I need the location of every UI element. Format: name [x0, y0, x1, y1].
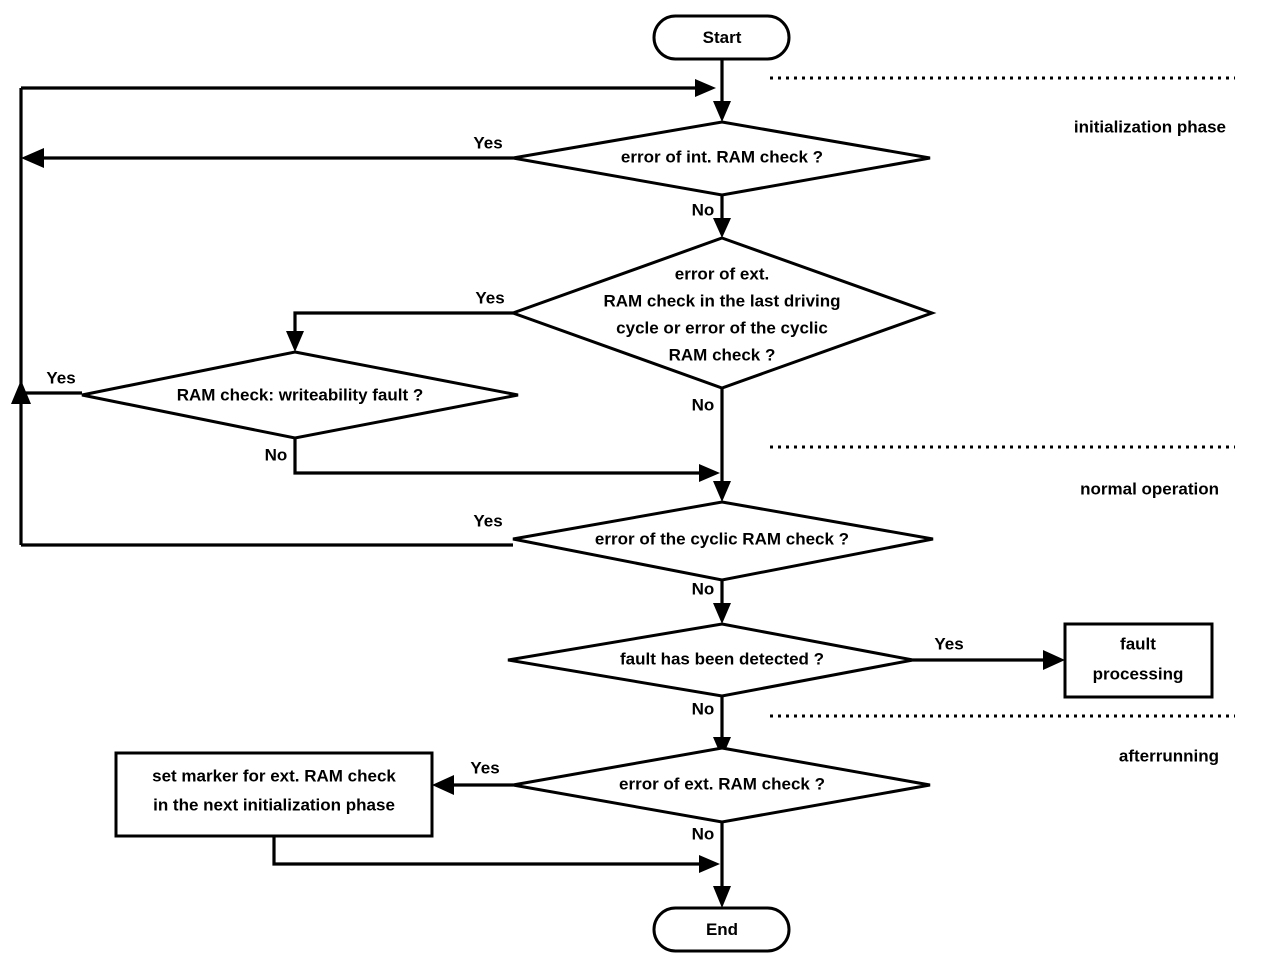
set-marker-line2: in the next initialization phase — [153, 795, 395, 814]
node-error-ext-ram-check[interactable]: error of ext. RAM check ? — [512, 746, 931, 824]
branch-label-cyclic-ram-yes: Yes — [473, 511, 502, 530]
phase-label-afterrunning: afterrunning — [1119, 746, 1219, 765]
error-int-ram-check-label: error of int. RAM check ? — [621, 147, 823, 166]
branch-label-writeability-yes: Yes — [46, 368, 75, 387]
end-shape — [652, 906, 791, 953]
error-ext-ram-shape — [512, 746, 931, 824]
branch-label-ext-ram-last-no: No — [692, 395, 715, 414]
node-start[interactable]: Start — [652, 14, 791, 61]
error-int-ram-check-shape — [512, 120, 931, 197]
branch-label-fault-detected-no: No — [692, 699, 715, 718]
branch-label-cyclic-ram-no: No — [692, 579, 715, 598]
branch-label-ext-ram-no: No — [692, 824, 715, 843]
branch-label-fault-detected-yes: Yes — [934, 634, 963, 653]
node-fault-has-been-detected[interactable]: fault has been detected ? — [507, 622, 914, 698]
node-error-ext-ram-last-driving-cycle[interactable]: error of ext. RAM check in the last driv… — [508, 236, 937, 390]
node-set-marker[interactable]: set marker for ext. RAM check in the nex… — [114, 751, 434, 838]
ram-check-writeability-shape — [81, 350, 519, 440]
arrowhead-int-ram-no — [713, 218, 731, 238]
node-fault-processing[interactable]: fault processing — [1063, 622, 1214, 699]
connector-set-marker-to-spine — [272, 836, 706, 866]
arrowhead-outer-loop-into-start-stem — [695, 79, 716, 97]
fault-processing-shape — [1063, 622, 1214, 699]
error-cyclic-ram-shape — [512, 500, 934, 582]
fault-detected-shape — [507, 622, 914, 698]
phase-label-normal-operation: normal operation — [1080, 479, 1219, 498]
node-error-int-ram-check[interactable]: error of int. RAM check ? — [512, 120, 931, 197]
end-label: End — [706, 920, 738, 939]
error-ext-ram-last-line4: RAM check ? — [669, 345, 776, 364]
branch-label-ext-ram-yes: Yes — [470, 758, 499, 777]
arrowhead-cyclic-ram-no — [713, 603, 731, 624]
arrowhead-writeability-yes-up — [11, 380, 31, 404]
branch-label-int-ram-no: No — [692, 200, 715, 219]
ram-check-writeability-label: RAM check: writeability fault ? — [177, 385, 424, 404]
error-ext-ram-label: error of ext. RAM check ? — [619, 774, 825, 793]
fault-processing-line2: processing — [1093, 664, 1184, 683]
error-cyclic-ram-label: error of the cyclic RAM check ? — [595, 529, 849, 548]
arrowhead-writeability-no — [699, 464, 720, 482]
arrowhead-ext-ram-last-no — [713, 481, 731, 502]
start-shape — [652, 14, 791, 61]
fault-processing-line1: fault — [1120, 634, 1156, 653]
error-ext-ram-last-shape — [508, 236, 937, 390]
set-marker-shape — [114, 751, 434, 838]
fault-detected-label: fault has been detected ? — [620, 649, 824, 668]
node-end[interactable]: End — [652, 906, 791, 953]
node-ram-check-writeability-fault[interactable]: RAM check: writeability fault ? — [81, 350, 519, 440]
arrowhead-ext-ram-last-yes — [286, 331, 304, 352]
arrowhead-ext-ram-yes — [432, 775, 454, 795]
error-ext-ram-last-line1: error of ext. — [675, 264, 769, 283]
connector-ext-ram-last-yes — [293, 311, 513, 340]
branch-label-ext-ram-last-yes: Yes — [475, 288, 504, 307]
branch-label-int-ram-yes: Yes — [473, 133, 502, 152]
start-label: Start — [703, 28, 742, 47]
arrowhead-start-to-int-ram — [713, 101, 731, 122]
error-ext-ram-last-line2: RAM check in the last driving — [603, 291, 840, 310]
branch-label-writeability-no: No — [265, 445, 288, 464]
connector-writeability-no — [293, 438, 706, 475]
error-ext-ram-last-line3: cycle or error of the cyclic — [616, 318, 828, 337]
node-error-cyclic-ram-check[interactable]: error of the cyclic RAM check ? — [512, 500, 934, 582]
arrowhead-int-ram-yes — [21, 148, 44, 168]
arrowhead-set-marker-to-spine — [699, 855, 720, 873]
arrowhead-fault-detected-yes — [1043, 650, 1065, 670]
set-marker-line1: set marker for ext. RAM check — [152, 766, 396, 785]
arrowhead-ext-ram-no-to-end — [713, 886, 731, 908]
phase-label-initialization: initialization phase — [1074, 117, 1226, 136]
